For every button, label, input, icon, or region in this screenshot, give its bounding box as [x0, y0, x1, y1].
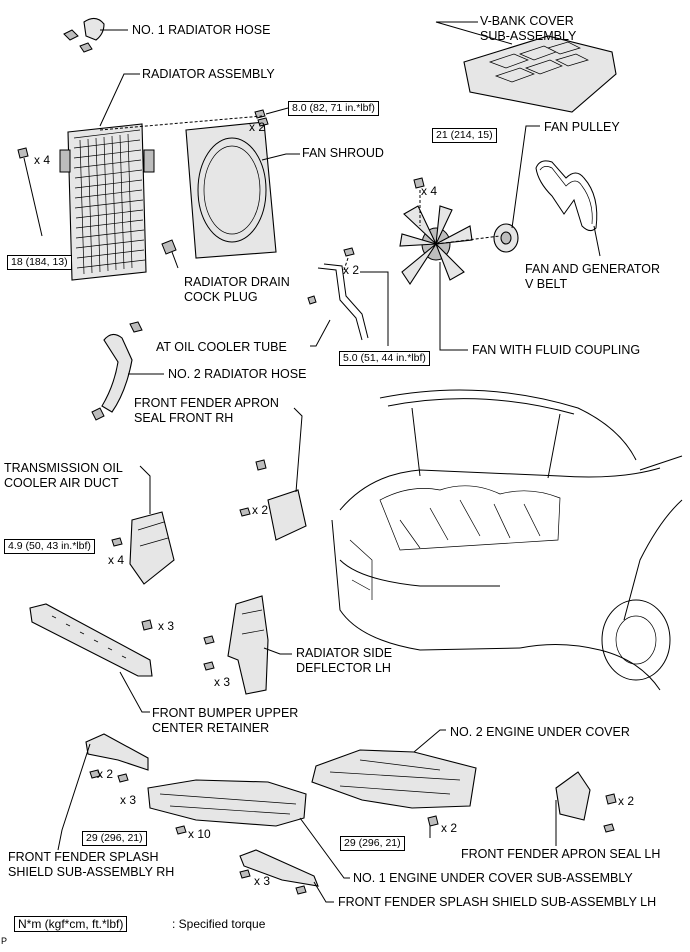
vbank-cover-drawing [435, 21, 617, 113]
label-apron-seal-front-rh: FRONT FENDER APRON SEAL FRONT RH [134, 396, 279, 425]
torque-oil-cooler-tube: 5.0 (51, 44 in.*lbf) [339, 351, 430, 366]
label-transmission-oil-duct: TRANSMISSION OIL COOLER AIR DUCT [4, 461, 123, 490]
bumper-retainer-drawing [29, 603, 153, 713]
fan-drawing [399, 177, 501, 351]
qty-splash-rh-bolts: x 2 [97, 767, 114, 781]
torque-no2-under-cover: 29 (296, 21) [340, 836, 405, 851]
splash-shield-lh-drawing [239, 849, 334, 903]
qty-fan-nuts: x 4 [421, 184, 438, 198]
qty-shroud-bolts: x 2 [249, 120, 266, 134]
torque-fan-shroud: 8.0 (82, 71 in.*lbf) [288, 101, 379, 116]
apron-seal-rh-drawing [239, 407, 307, 541]
torque-fan: 21 (214, 15) [432, 128, 497, 143]
label-no1-radiator-hose: NO. 1 RADIATOR HOSE [132, 23, 271, 37]
qty-duct-bolts: x 4 [108, 553, 125, 567]
label-fan-pulley: FAN PULLEY [544, 120, 620, 134]
qty-no1-under-cover-bolts: x 10 [188, 827, 211, 841]
label-at-oil-cooler-tube: AT OIL COOLER TUBE [156, 340, 287, 354]
qty-apron-lh-clips: x 2 [618, 794, 635, 808]
radiator-bolt-drawing [17, 147, 43, 237]
label-bumper-retainer: FRONT BUMPER UPPER CENTER RETAINER [152, 706, 299, 735]
torque-radiator: 18 (184, 13) [7, 255, 72, 270]
no1-radiator-hose-drawing [63, 17, 128, 53]
qty-splash-lh-clips: x 3 [254, 874, 271, 888]
side-deflector-drawing [203, 595, 292, 695]
torque-no1-under-cover: 29 (296, 21) [82, 831, 147, 846]
no1-under-cover-drawing [147, 779, 350, 879]
no2-radiator-hose-drawing [91, 321, 164, 421]
drain-plug-drawing [161, 239, 179, 269]
radiator-assembly-drawing [59, 73, 155, 281]
no2-under-cover-drawing [311, 729, 477, 838]
label-no1-under-cover: NO. 1 ENGINE UNDER COVER SUB-ASSEMBLY [353, 871, 633, 885]
vehicle-drawing [331, 389, 683, 691]
label-radiator-assembly: RADIATOR ASSEMBLY [142, 67, 275, 81]
legend-torque-unit-box: N*m (kgf*cm, ft.*lbf) [14, 916, 128, 932]
label-no2-radiator-hose: NO. 2 RADIATOR HOSE [168, 367, 307, 381]
oil-cooler-tube-drawing [307, 247, 389, 347]
label-radiator-drain: RADIATOR DRAIN COCK PLUG [184, 275, 290, 304]
splash-shield-rh-drawing [57, 733, 149, 851]
label-splash-shield-rh: FRONT FENDER SPLASH SHIELD SUB-ASSEMBLY … [8, 850, 175, 879]
label-fan-shroud: FAN SHROUD [302, 146, 384, 160]
label-vbank-cover: V-BANK COVER SUB-ASSEMBLY [480, 14, 577, 43]
qty-deflector-clips: x 3 [214, 675, 231, 689]
legend-torque-text: : Specified torque [172, 917, 266, 931]
label-radiator-side-deflector: RADIATOR SIDE DEFLECTOR LH [296, 646, 393, 675]
label-fan-generator-belt: FAN AND GENERATOR V BELT [525, 262, 660, 291]
qty-apron-rh-clips: x 2 [252, 503, 269, 517]
corner-mark: P [1, 936, 8, 946]
label-fan-fluid-coupling: FAN WITH FLUID COUPLING [472, 343, 641, 357]
torque-oil-cooler-duct: 4.9 (50, 43 in.*lbf) [4, 539, 95, 554]
fan-shroud-drawing [185, 121, 300, 259]
apron-seal-lh-drawing [555, 771, 617, 846]
qty-tube-bolts: x 2 [343, 263, 360, 277]
qty-retainer-clips: x 3 [158, 619, 175, 633]
v-belt-drawing [535, 160, 601, 257]
qty-radiator-bolts: x 4 [34, 153, 51, 167]
qty-no2-under-cover-bolts: x 2 [441, 821, 458, 835]
label-apron-seal-lh: FRONT FENDER APRON SEAL LH [461, 847, 661, 861]
label-no2-under-cover: NO. 2 ENGINE UNDER COVER [450, 725, 630, 739]
oil-cooler-duct-drawing [111, 465, 175, 585]
label-splash-shield-lh: FRONT FENDER SPLASH SHIELD SUB-ASSEMBLY … [338, 895, 657, 909]
shroud-bolts-drawing [99, 107, 289, 131]
qty-splash-rh-clips: x 3 [120, 793, 137, 807]
fan-pulley-drawing [493, 125, 540, 253]
